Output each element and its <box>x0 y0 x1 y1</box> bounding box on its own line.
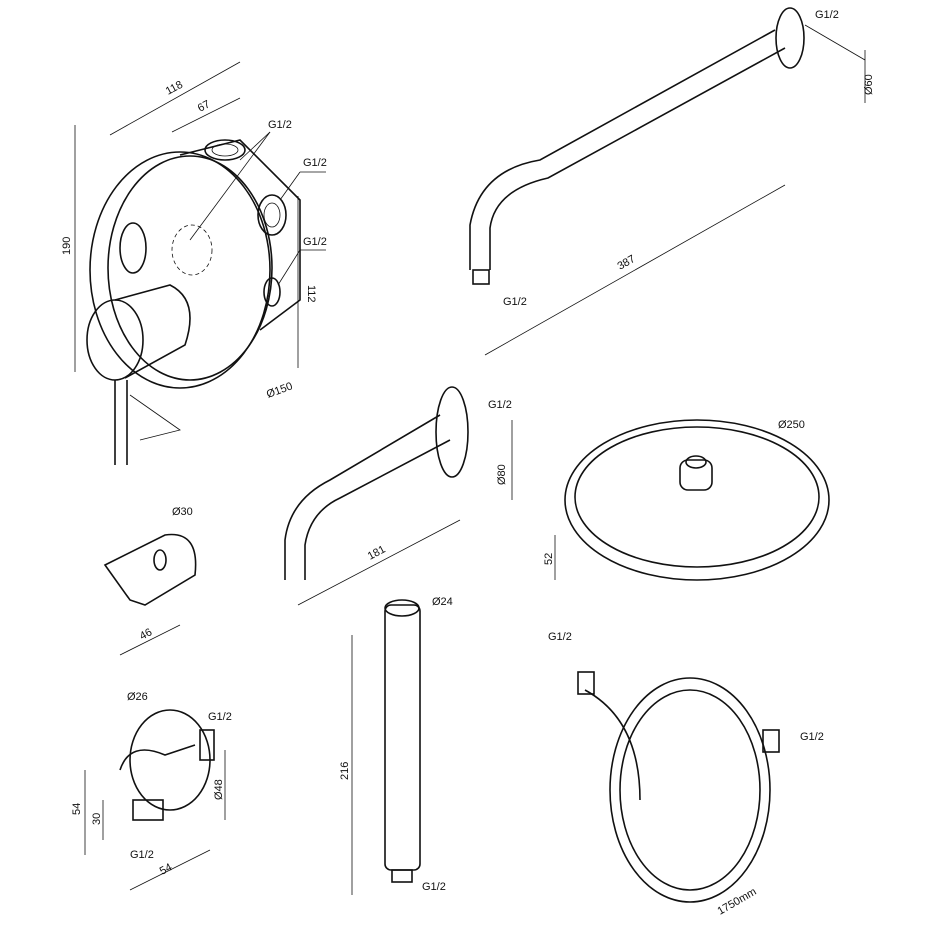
handshower-holder: Ø30 46 <box>103 506 197 656</box>
elbow-30: 30 <box>91 813 103 825</box>
shower-hose: G1/2 G1/2 1750mm <box>548 631 824 918</box>
hose-length: 1750mm <box>716 886 759 918</box>
arm-d60: Ø60 <box>863 74 875 95</box>
dim-150: Ø150 <box>265 380 294 400</box>
hand-d24: Ø24 <box>432 596 453 608</box>
spout-g12: G1/2 <box>488 399 512 411</box>
rain-shower-head: Ø250 52 <box>543 419 830 581</box>
elbow-54-vertical: 54 <box>71 803 83 815</box>
elbow-d48: Ø48 <box>213 779 225 800</box>
hose-g12-right: G1/2 <box>800 731 824 743</box>
bath-spout: G1/2 Ø80 181 <box>284 386 513 606</box>
dim-112: 112 <box>305 285 317 303</box>
hand-216: 216 <box>339 762 351 780</box>
hand-shower: Ø24 216 G1/2 <box>339 596 453 895</box>
dim-190: 190 <box>61 237 73 255</box>
head-d250: Ø250 <box>778 419 805 431</box>
elbow-54-horizontal: 54 <box>158 861 174 877</box>
head-52: 52 <box>543 553 555 565</box>
hose-g12-left: G1/2 <box>548 631 572 643</box>
spout-d80: Ø80 <box>496 464 508 485</box>
arm-387: 387 <box>616 253 638 273</box>
arm-g12-top: G1/2 <box>815 9 839 21</box>
wall-outlet-elbow: Ø26 G1/2 54 30 Ø48 G1/2 54 <box>71 691 232 891</box>
shower-arm: G1/2 Ø60 387 G1/2 <box>469 7 875 356</box>
elbow-d26: Ø26 <box>127 691 148 703</box>
arm-g12-bottom: G1/2 <box>503 296 527 308</box>
elbow-g12-bottom: G1/2 <box>130 849 154 861</box>
label-g12-low: G1/2 <box>303 236 327 248</box>
label-g12-mid: G1/2 <box>303 157 327 169</box>
concealed-mixer: 118 67 G1/2 G1/2 G1/2 190 112 Ø150 <box>61 61 327 465</box>
dim-67: 67 <box>196 98 212 114</box>
elbow-g12-side: G1/2 <box>208 711 232 723</box>
holder-d30: Ø30 <box>172 506 193 518</box>
hand-g12: G1/2 <box>422 881 446 893</box>
holder-46: 46 <box>138 626 154 642</box>
label-g12-top: G1/2 <box>268 119 292 131</box>
